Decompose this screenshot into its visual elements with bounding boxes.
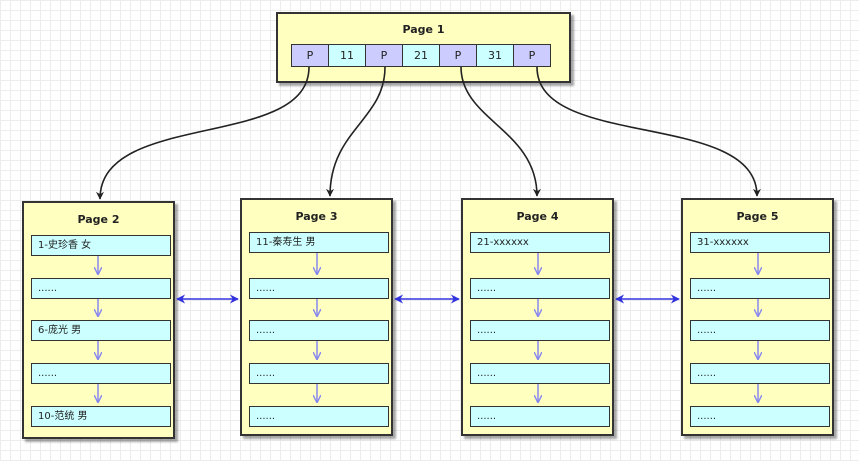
root-pointer-cell: P xyxy=(365,44,403,67)
root-page: Page 1 P 11 P 21 P 31 P xyxy=(276,12,571,83)
record: ...... xyxy=(690,406,830,427)
pointer-arrow xyxy=(96,66,310,200)
record: ...... xyxy=(249,363,389,384)
root-pointer-cell: P xyxy=(439,44,477,67)
leaf-page: Page 2 1-史珍香 女 ...... 6-庞光 男 ...... 10-范… xyxy=(22,201,175,439)
record: ...... xyxy=(690,278,830,299)
leaf-page: Page 4 21-xxxxxx ...... ...... ...... ..… xyxy=(461,198,614,436)
record: 10-范统 男 xyxy=(31,406,171,427)
root-key-row: P 11 P 21 P 31 P xyxy=(291,44,551,67)
root-pointer-cell: P xyxy=(513,44,551,67)
root-pointer-cell: P xyxy=(291,44,329,67)
root-key-cell: 31 xyxy=(476,44,514,67)
record: 21-xxxxxx xyxy=(470,232,610,253)
pointer-arrow xyxy=(326,66,386,197)
record: 11-秦寿生 男 xyxy=(249,232,389,253)
record: 31-xxxxxx xyxy=(690,232,830,253)
record: ...... xyxy=(470,363,610,384)
record: ...... xyxy=(690,320,830,341)
record: ...... xyxy=(470,406,610,427)
record: ...... xyxy=(249,278,389,299)
leaf-page: Page 5 31-xxxxxx ...... ...... ...... ..… xyxy=(681,198,834,436)
pointer-arrow xyxy=(460,66,541,197)
root-key-cell: 21 xyxy=(402,44,440,67)
leaf-page: Page 3 11-秦寿生 男 ...... ...... ...... ...… xyxy=(240,198,393,436)
root-page-title: Page 1 xyxy=(402,23,445,36)
record: ...... xyxy=(690,363,830,384)
pointer-arrow xyxy=(536,66,761,197)
root-key-cell: 11 xyxy=(328,44,366,67)
record: ...... xyxy=(249,406,389,427)
record: 1-史珍香 女 xyxy=(31,235,171,256)
leaf-page-title: Page 5 xyxy=(736,210,779,223)
leaf-page-title: Page 2 xyxy=(77,213,120,226)
record: 6-庞光 男 xyxy=(31,320,171,341)
leaf-page-title: Page 3 xyxy=(295,210,338,223)
record: ...... xyxy=(31,278,171,299)
record: ...... xyxy=(31,363,171,384)
leaf-page-title: Page 4 xyxy=(516,210,559,223)
record: ...... xyxy=(470,320,610,341)
record: ...... xyxy=(249,320,389,341)
record: ...... xyxy=(470,278,610,299)
